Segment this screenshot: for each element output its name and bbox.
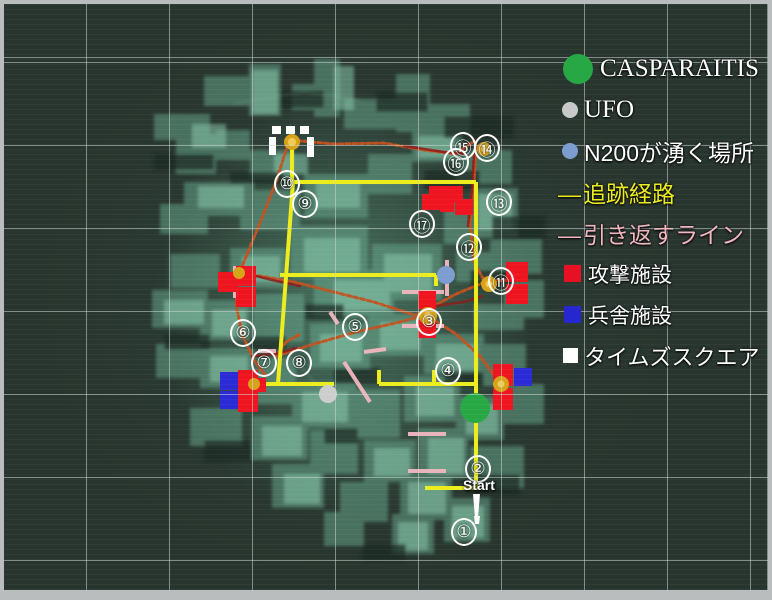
waypoint-marker-14[interactable]: ⑭	[474, 134, 500, 162]
legend-item-n200-spawn: N200が湧く場所	[556, 130, 768, 171]
start-label: Start	[463, 477, 495, 493]
waypoint-marker-12[interactable]: ⑫	[456, 233, 482, 261]
legend-item-ufo: UFO	[556, 89, 768, 130]
dash-icon: ―	[558, 180, 581, 207]
legend-item-track-route: ―追跡経路	[556, 171, 768, 212]
blue-circle-icon	[556, 142, 584, 159]
legend-label-times-square: タイムズスクエア	[584, 344, 760, 370]
legend-label-attack-facility: 攻撃施設	[588, 263, 672, 287]
blue-square-icon	[556, 306, 588, 323]
legend-item-barracks-facility: 兵舎施設	[556, 294, 768, 335]
map-plate: ① ② ③ ④ ⑤ ⑥ ⑦ ⑧ ⑨ ⑩ ⑪ ⑫ ⑬ ⑭ ⑮ ⑯ ⑰ Start …	[4, 4, 768, 590]
red-square-icon	[556, 265, 588, 282]
waypoint-marker-8[interactable]: ⑧	[286, 349, 312, 377]
n200-spawn-marker	[437, 266, 455, 284]
waypoint-marker-6[interactable]: ⑥	[230, 319, 256, 347]
legend-label-ufo: UFO	[584, 95, 635, 123]
waypoint-marker-5[interactable]: ⑤	[342, 313, 368, 341]
legend-label-n200-spawn: N200が湧く場所	[584, 139, 754, 166]
legend-panel: CASPARAITIS UFO N200が湧く場所 ―追跡経路 ―引き返すライン	[556, 48, 768, 376]
waypoint-marker-10[interactable]: ⑩	[274, 170, 300, 198]
legend-item-casparaitis: CASPARAITIS	[556, 48, 768, 89]
waypoint-marker-7[interactable]: ⑦	[251, 349, 277, 377]
waypoint-marker-17[interactable]: ⑰	[409, 210, 435, 238]
waypoint-marker-1[interactable]: ①	[451, 518, 477, 546]
waypoint-marker-11[interactable]: ⑪	[488, 267, 514, 295]
legend-label-turnback-line: ―引き返すライン	[558, 221, 744, 248]
casparaitis-marker	[460, 393, 490, 423]
legend-label-barracks-facility: 兵舎施設	[588, 304, 672, 328]
waypoint-marker-3[interactable]: ③	[416, 308, 442, 336]
start-arrow	[473, 494, 480, 524]
legend-item-turnback-line: ―引き返すライン	[556, 212, 768, 253]
waypoint-marker-16[interactable]: ⑯	[443, 148, 469, 176]
waypoint-marker-13[interactable]: ⑬	[486, 188, 512, 216]
legend-label-track-route: ―追跡経路	[558, 180, 675, 207]
ufo-marker	[319, 385, 337, 403]
white-square-icon	[556, 348, 584, 363]
legend-item-attack-facility: 攻撃施設	[556, 253, 768, 294]
green-circle-icon	[556, 53, 600, 84]
waypoint-marker-4[interactable]: ④	[435, 357, 461, 385]
gray-circle-icon	[556, 101, 584, 118]
legend-item-times-square: タイムズスクエア	[556, 335, 768, 376]
legend-label-casparaitis: CASPARAITIS	[600, 54, 759, 82]
dash-icon: ―	[558, 221, 581, 248]
